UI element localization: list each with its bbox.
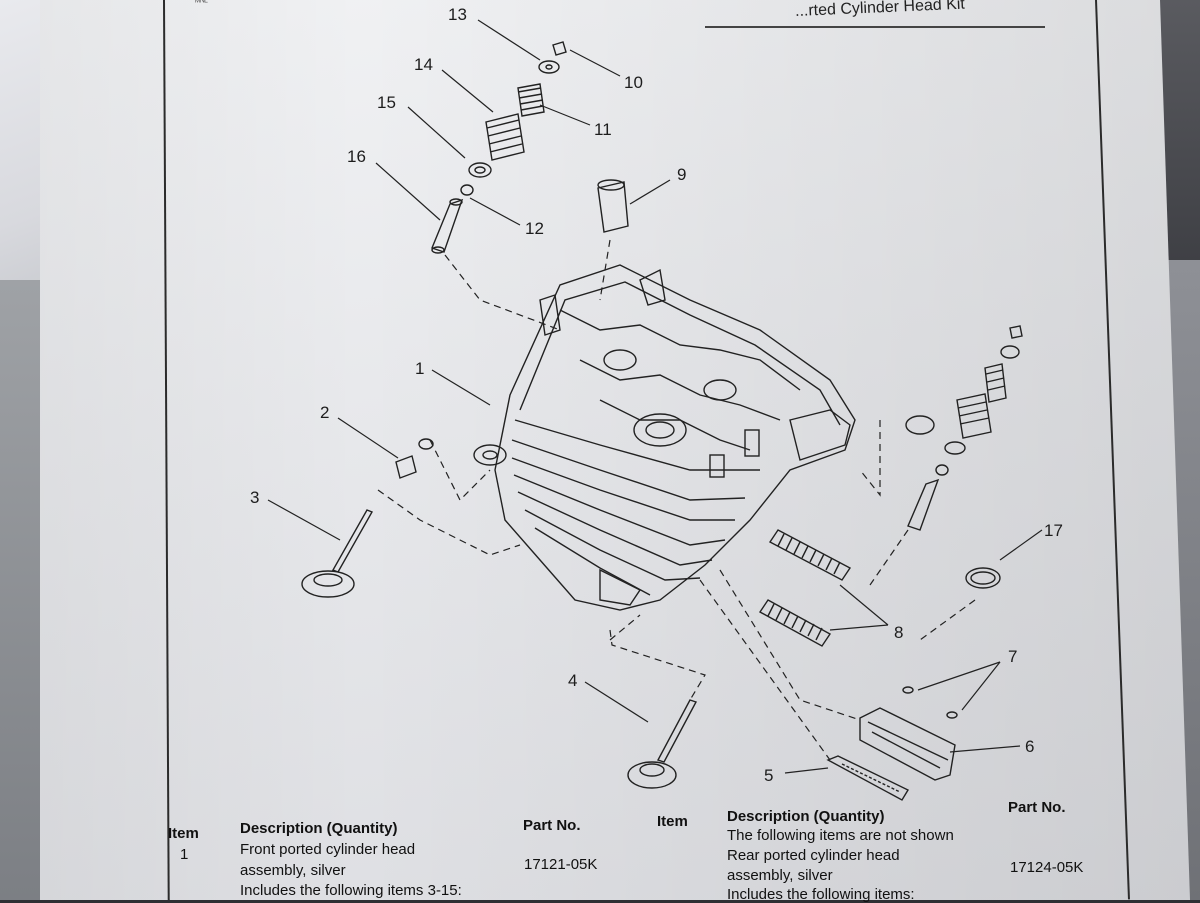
callout-labels: 13 10 14 11 15 16 12 9 1 2 3 4 5 6 7 8 1… <box>250 5 1063 785</box>
callout-4: 4 <box>568 671 577 690</box>
callout-10: 10 <box>624 73 643 92</box>
table-right-row-desc-line1: Rear ported cylinder head <box>727 847 900 864</box>
callout-9: 9 <box>677 165 686 184</box>
table-left-item-header: Item <box>168 825 199 842</box>
table-left-row-partno: 17121-05K <box>524 856 598 873</box>
screw-drawing <box>395 438 434 479</box>
table-right-partno-header: Part No. <box>1008 799 1066 816</box>
cylinder-head-drawing <box>473 264 856 611</box>
valves-drawing <box>301 509 698 789</box>
table-right-row-desc-line3: Includes the following items: <box>727 886 915 903</box>
callout-5: 5 <box>764 766 773 785</box>
callout-7: 7 <box>1008 647 1017 666</box>
table-left-description-header: Description (Quantity) <box>240 820 398 837</box>
table-right-item-header: Item <box>657 813 688 830</box>
table-left-row-desc-line3: Includes the following items 3-15: <box>240 882 462 899</box>
callout-1: 1 <box>415 359 424 378</box>
title-underline <box>705 26 1045 28</box>
table-left-partno-header: Part No. <box>523 817 581 834</box>
callout-13: 13 <box>448 5 467 24</box>
callout-14: 14 <box>414 55 433 74</box>
table-right-description-header: Description (Quantity) <box>727 808 885 825</box>
table-right-row-desc-line2: assembly, silver <box>727 867 833 884</box>
cover-plate-drawing <box>826 686 958 801</box>
callout-2: 2 <box>320 403 329 422</box>
callout-15: 15 <box>377 93 396 112</box>
table-right-row-partno: 17124-05K <box>1010 859 1084 876</box>
studs-drawing <box>758 529 852 647</box>
callout-17: 17 <box>1044 521 1063 540</box>
table-left-row-desc-line1: Front ported cylinder head <box>240 841 416 858</box>
valve-stack-rear-drawing <box>905 325 1023 589</box>
callout-6: 6 <box>1025 737 1034 756</box>
valve-stack-front-drawing <box>431 41 629 254</box>
callout-3: 3 <box>250 488 259 507</box>
callout-11: 11 <box>594 120 612 139</box>
table-left-row-item: 1 <box>180 846 189 863</box>
callout-16: 16 <box>347 147 366 166</box>
table-left-row-desc-line2: assembly, silver <box>240 862 346 879</box>
callout-12: 12 <box>525 219 544 238</box>
margin-scribble: ᴹᴺᴸ <box>195 0 208 8</box>
leader-lines <box>267 19 1043 774</box>
callout-8: 8 <box>894 623 903 642</box>
guide-lines <box>377 239 976 761</box>
table-right-note: The following items are not shown <box>727 827 954 844</box>
